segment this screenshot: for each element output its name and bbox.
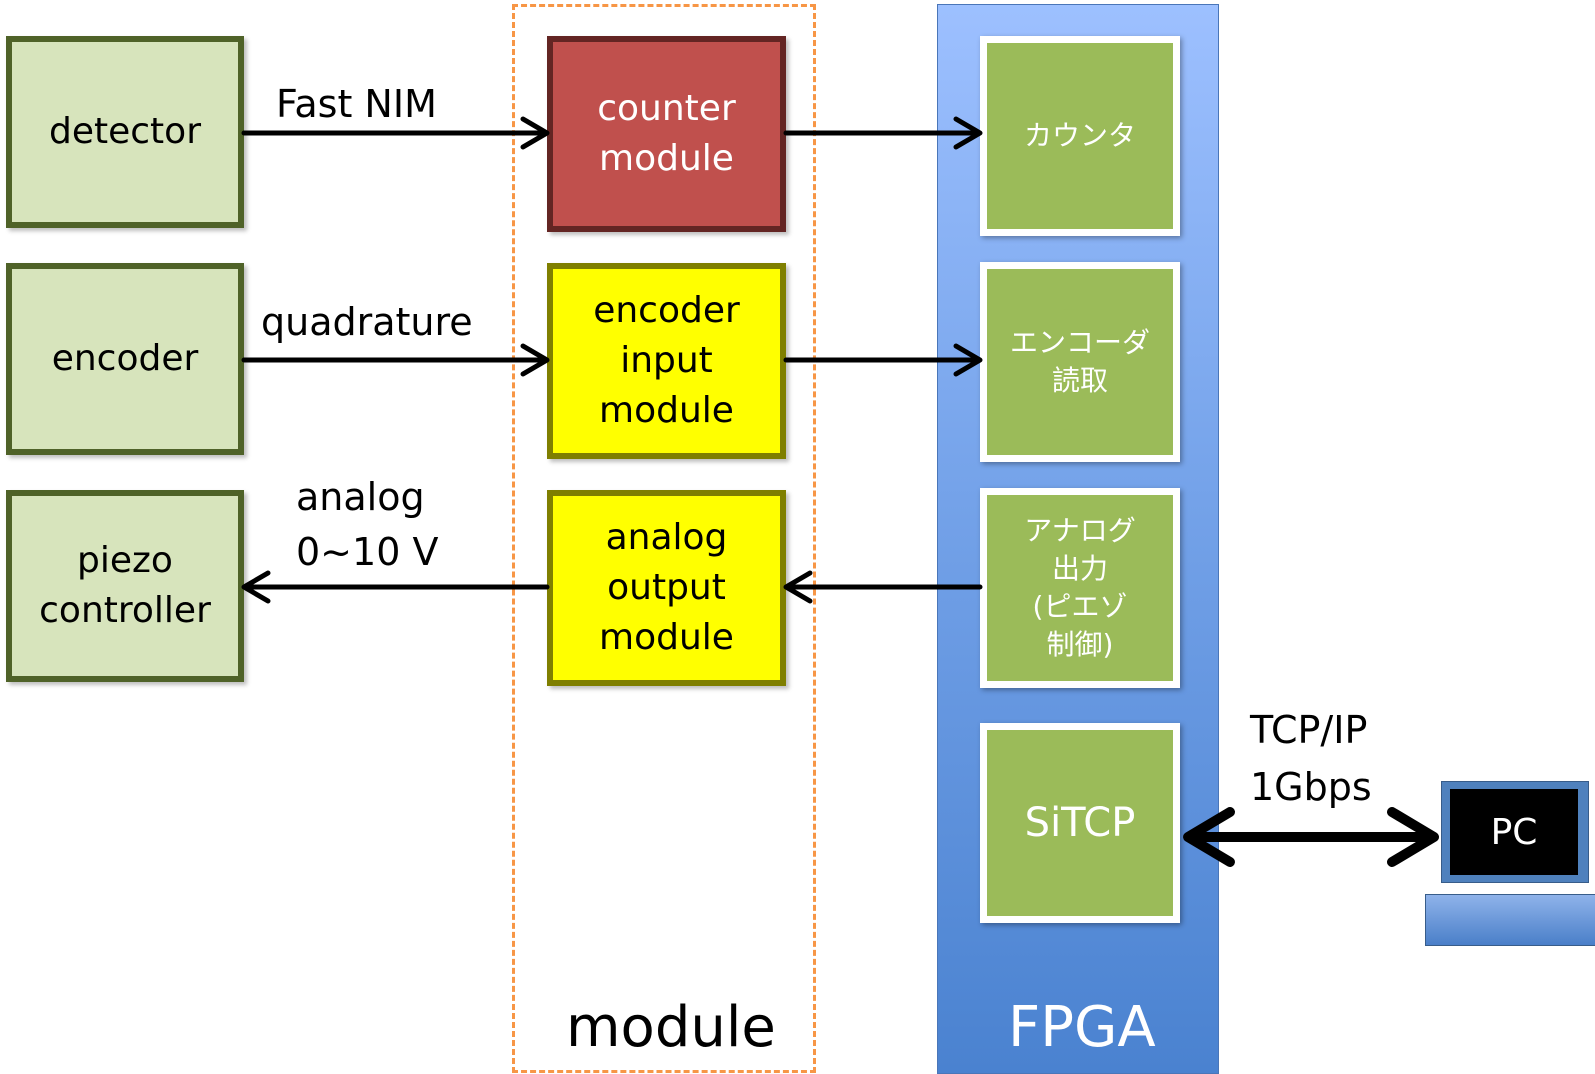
signal-label-analog-line1: analog <box>296 475 425 519</box>
encoder-module-line3: module <box>599 390 734 431</box>
counter-module-line2: module <box>599 138 734 179</box>
encoder-label: encoder <box>51 338 199 379</box>
fpga-label: FPGA <box>1008 995 1156 1060</box>
fpga-sitcp-label: SiTCP <box>1024 800 1136 846</box>
piezo-label-line2: controller <box>39 590 211 631</box>
detector-box: detector <box>6 36 244 228</box>
analog-module-line2: output <box>607 567 726 608</box>
fpga-analog-line2: 出力 <box>1051 552 1108 585</box>
signal-label-fast-nim: Fast NIM <box>276 82 437 126</box>
analog-module-line3: module <box>599 617 734 658</box>
fpga-analog-block: アナログ 出力 (ピエゾ 制御) <box>980 488 1180 688</box>
fpga-counter-block: カウンタ <box>980 36 1180 236</box>
pc-base <box>1425 894 1595 946</box>
encoder-box: encoder <box>6 263 244 455</box>
fpga-counter-label: カウンタ <box>1023 119 1136 152</box>
signal-label-tcp-line1: TCP/IP <box>1250 708 1368 752</box>
encoder-module-line1: encoder <box>593 290 740 331</box>
encoder-module-line2: input <box>620 340 713 381</box>
fpga-analog-line3: (ピエゾ <box>1032 590 1128 623</box>
signal-label-analog-line2: 0~10 V <box>296 530 439 574</box>
module-group-frame <box>512 4 816 1073</box>
counter-module-box: counter module <box>547 36 786 232</box>
fpga-encoder-line2: 読取 <box>1051 364 1108 397</box>
analog-module-line1: analog <box>605 517 728 558</box>
signal-label-tcp-line2: 1Gbps <box>1250 765 1372 809</box>
detector-label: detector <box>49 111 201 152</box>
pc-label: PC <box>1490 811 1538 853</box>
analog-output-module-box: analog output module <box>547 490 786 686</box>
fpga-encoder-block: エンコーダ 読取 <box>980 262 1180 462</box>
signal-label-quadrature: quadrature <box>261 300 473 344</box>
encoder-input-module-box: encoder input module <box>547 263 786 459</box>
pc-screen: PC <box>1450 789 1578 875</box>
fpga-analog-line4: 制御) <box>1046 628 1114 661</box>
piezo-controller-box: piezo controller <box>6 490 244 682</box>
fpga-analog-line1: アナログ <box>1024 514 1136 547</box>
counter-module-line1: counter <box>597 88 736 129</box>
piezo-label-line1: piezo <box>77 540 173 581</box>
fpga-encoder-line1: エンコーダ <box>1009 326 1150 359</box>
fpga-sitcp-block: SiTCP <box>980 723 1180 923</box>
module-group-label: module <box>566 995 776 1060</box>
